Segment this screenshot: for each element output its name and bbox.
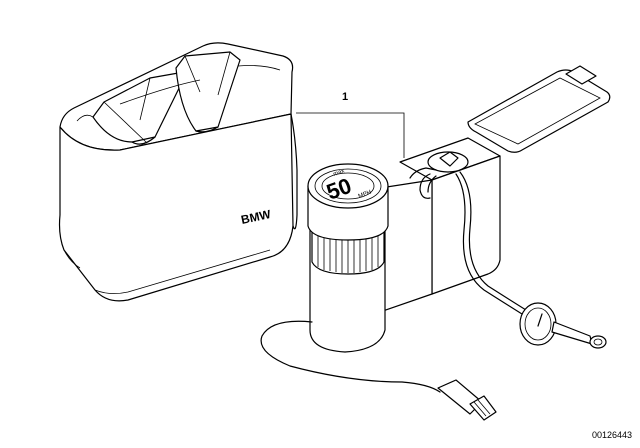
- cap-unit-top: max: [333, 168, 346, 178]
- pressure-gauge: [455, 171, 607, 349]
- drawing-number: 00126443: [592, 430, 632, 440]
- tire-compressor: [379, 65, 611, 313]
- bag-brand-label: BMW: [240, 207, 273, 227]
- callout-1: 1: [296, 91, 405, 158]
- power-plug: [260, 320, 497, 421]
- cap-unit-bottom: MPH: [358, 190, 373, 200]
- callout-number: 1: [342, 91, 348, 103]
- storage-bag: BMW: [58, 42, 298, 302]
- sealant-bottle: max 50 MPH: [307, 163, 389, 353]
